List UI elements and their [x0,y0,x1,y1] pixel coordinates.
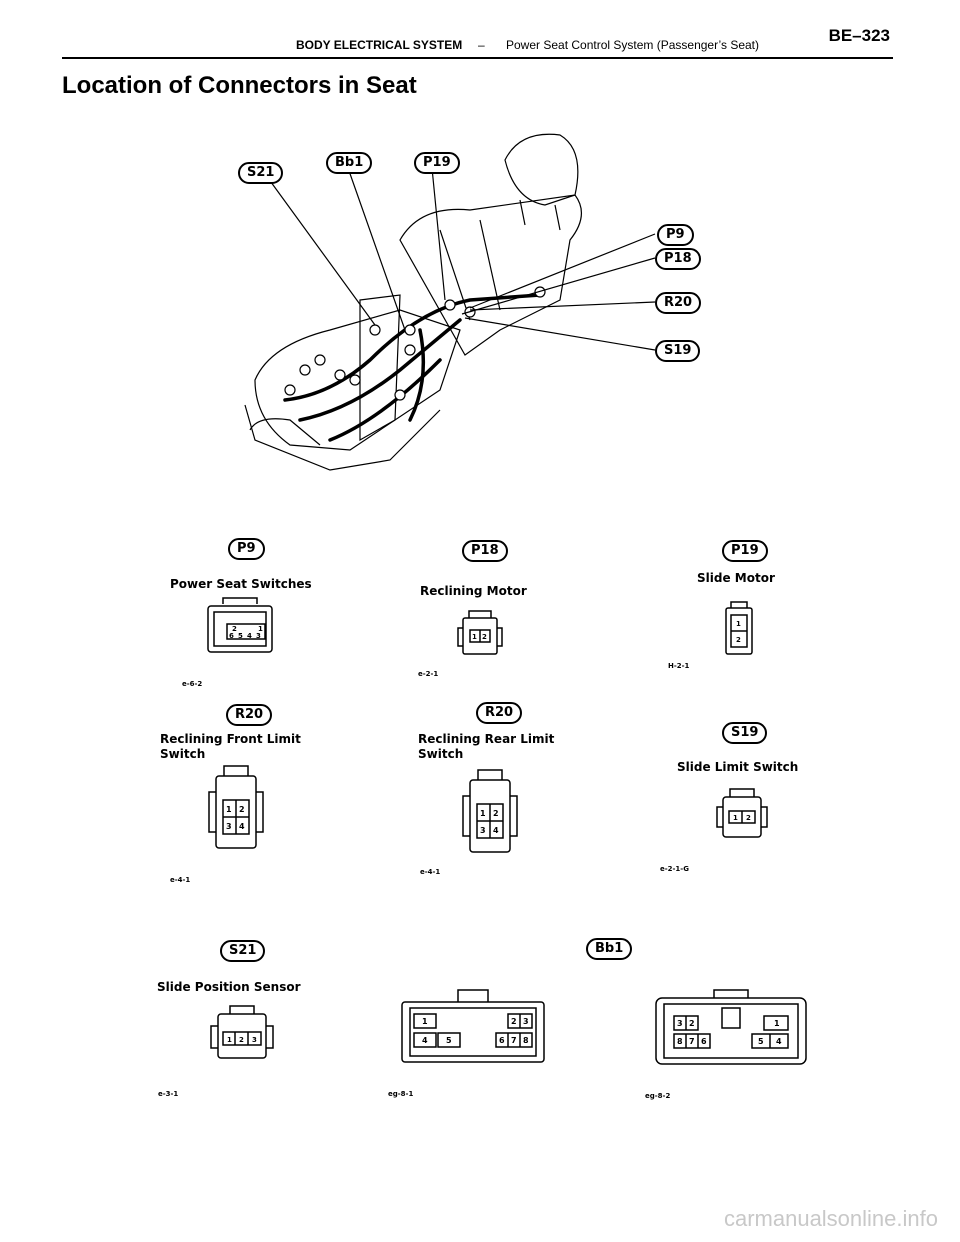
pin-label: 2 [689,1019,695,1028]
figure-code: eg-8-2 [645,1092,671,1100]
figure-code: e-2-1 [418,670,439,678]
pin-label: 3 [226,822,232,831]
figure-code: e-4-1 [170,876,191,884]
pin-label: 4 [493,826,499,835]
callout-r20: R20 [655,292,702,314]
pin-label: 4 [776,1037,782,1046]
connector-face-r20-front: 1 2 3 4 [208,765,264,849]
page-title: Location of Connectors in Seat [62,72,417,99]
seat-diagram [244,133,656,471]
connector-name-line: Reclining Rear Limit [418,732,555,746]
pin-label: 6 [229,632,234,640]
pin-label: 4 [247,632,252,640]
connector-name-slide-motor: Slide Motor [697,571,775,585]
connector-code-p18: P18 [462,540,508,562]
pin-label: 6 [701,1037,707,1046]
pin-label: 2 [746,814,751,822]
callout-p19: P19 [414,152,460,174]
pin-label: 2 [232,625,237,633]
pin-label: 2 [493,809,499,818]
callout-bb1: Bb1 [326,152,373,174]
pin-label: 2 [239,1036,244,1044]
connector-name-line: Switch [160,747,206,761]
pin-label: 2 [239,805,245,814]
pin-label: 6 [499,1036,505,1045]
pin-label: 7 [689,1037,695,1046]
callout-s21: S21 [238,162,284,184]
pin-label: 3 [523,1017,529,1026]
pin-label: 5 [238,632,243,640]
connector-code-p19: P19 [722,540,768,562]
pin-label: 1 [227,1036,232,1044]
connector-code-s19: S19 [722,722,768,744]
pin-label: 3 [256,632,261,640]
pin-label: 8 [677,1037,683,1046]
callout-s19: S19 [655,340,701,362]
figure-code: eg-8-1 [388,1090,414,1098]
connector-name-line: Switch [418,747,464,761]
pin-label: 1 [733,814,738,822]
connector-face-s19: 1 2 [716,788,768,838]
pin-label: 4 [422,1036,428,1045]
connector-face-bb1-left: 1 2 3 4 5 6 7 8 [401,989,545,1063]
connector-face-bb1-right: 3 2 1 8 7 6 5 4 [655,989,807,1065]
header-section: BODY ELECTRICAL SYSTEM [296,38,463,52]
connector-code-p9: P9 [228,538,265,560]
figure-code: e-3-1 [158,1090,179,1098]
connector-name-power-seat-switches: Power Seat Switches [170,577,312,591]
pin-label: 3 [252,1036,257,1044]
connector-name-reclining-front-limit-switch: Reclining Front Limit Switch [160,732,301,762]
pin-label: 1 [422,1017,428,1026]
pin-label: 4 [239,822,245,831]
pin-label: 1 [258,625,263,633]
pin-label: 2 [482,633,487,641]
callout-p18: P18 [655,248,701,270]
connector-name-slide-position-sensor: Slide Position Sensor [157,980,301,994]
pin-label: 1 [480,809,486,818]
figure-code: e-4-1 [420,868,441,876]
pin-label: 7 [511,1036,517,1045]
connector-face-s21: 1 2 3 [210,1005,274,1059]
connector-name-reclining-rear-limit-switch: Reclining Rear Limit Switch [418,732,554,762]
figure-code: e-6-2 [182,680,203,688]
figure-code: H-2-1 [668,662,690,670]
pin-label: 1 [774,1019,780,1028]
connector-face-p9: 2 1 6 5 4 3 [207,597,273,653]
connector-code-r20-front: R20 [226,704,273,726]
pin-label: 5 [446,1036,452,1045]
connector-name-reclining-motor: Reclining Motor [420,584,527,598]
pin-label: 1 [736,620,741,628]
pin-label: 3 [677,1019,683,1028]
figure-code: e-2-1-G [660,865,689,873]
pin-label: 3 [480,826,486,835]
pin-label: 2 [736,636,741,644]
connector-face-p18: 1 2 [457,610,503,655]
header-dash: – [478,38,485,52]
page-number: BE–323 [828,26,890,45]
pin-label: 2 [511,1017,517,1026]
connector-name-line: Reclining Front Limit [160,732,301,746]
connector-code-s21: S21 [220,940,266,962]
header-subject: Power Seat Control System (Passenger’s S… [506,38,760,52]
pin-label: 8 [523,1036,529,1045]
connector-name-slide-limit-switch: Slide Limit Switch [677,760,799,774]
pin-label: 1 [226,805,232,814]
callout-p9: P9 [657,224,694,246]
watermark: carmanualsonline.info [723,1206,938,1231]
pin-label: 1 [472,633,477,641]
connector-code-r20-rear: R20 [476,702,523,724]
connector-face-r20-rear: 1 2 3 4 [462,769,518,853]
pin-label: 5 [758,1037,764,1046]
header-rule [62,57,893,59]
connector-face-p19: 1 2 [725,601,753,655]
connector-code-bb1: Bb1 [586,938,633,960]
